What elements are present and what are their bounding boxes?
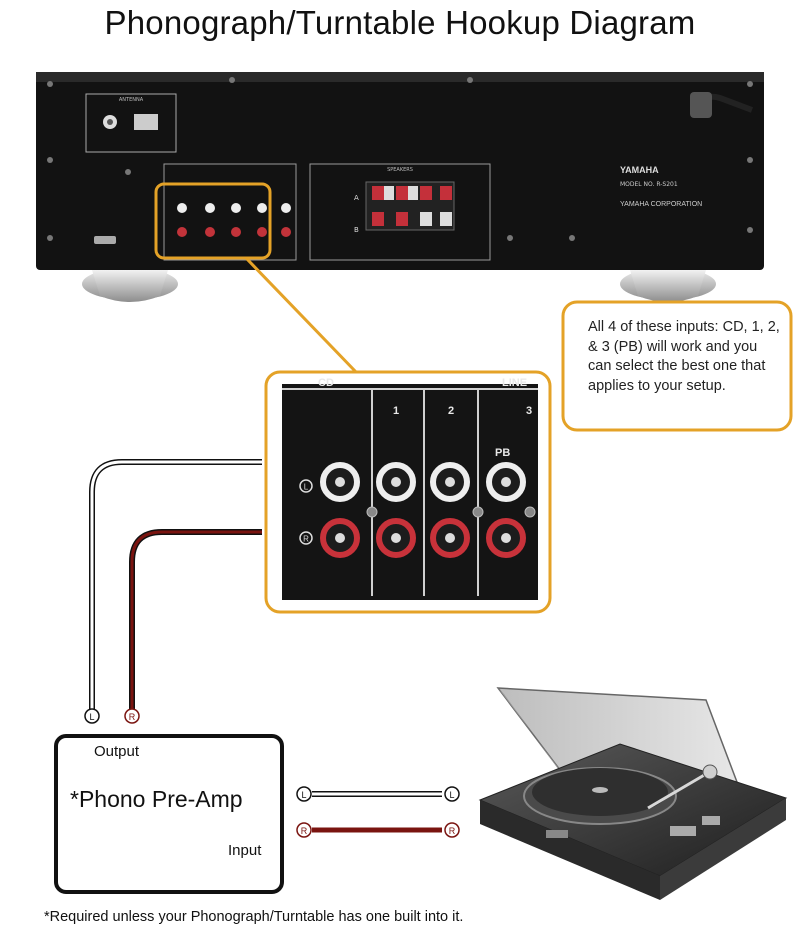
svg-text:L: L — [449, 790, 454, 800]
input-1-label: 1 — [393, 405, 399, 417]
footnote: *Required unless your Phonograph/Turntab… — [44, 909, 463, 925]
receiver-corporation: YAMAHA CORPORATION — [620, 201, 702, 208]
input-left-marker-turntable: L — [445, 787, 459, 801]
output-right-marker: R — [125, 709, 139, 723]
svg-text:R: R — [303, 535, 309, 544]
rca-jack-1-right — [379, 521, 413, 555]
cable-left-outline — [92, 462, 262, 710]
speaker-a-label: A — [354, 194, 359, 202]
rca-jack-3-left — [489, 465, 523, 499]
preamp-output-label: Output — [94, 743, 139, 760]
line-label: LINE — [502, 377, 527, 389]
speaker-b-label: B — [354, 226, 359, 234]
svg-text:R: R — [301, 826, 308, 836]
speakers-label: SPEAKERS — [387, 167, 413, 173]
rca-jack-1-left — [379, 465, 413, 499]
svg-text:R: R — [449, 826, 456, 836]
svg-text:R: R — [129, 712, 136, 722]
cd-label: CD — [318, 377, 334, 389]
callout-text: All 4 of these inputs: CD, 1, 2, & 3 (PB… — [588, 318, 784, 396]
input-right-marker-turntable: R — [445, 823, 459, 837]
svg-text:L: L — [304, 483, 309, 492]
input-right-marker-preamp: R — [297, 823, 311, 837]
preamp-name: *Phono Pre-Amp — [70, 786, 243, 813]
rca-jack-cd-right — [323, 521, 357, 555]
cable-left — [92, 462, 262, 710]
receiver-model: MODEL NO. R-S201 — [620, 181, 678, 188]
receiver-back-panel: ANTENNA SPEAKERS A B YA — [36, 72, 764, 302]
input-3-label: 3 — [526, 405, 532, 417]
input-left-marker-preamp: L — [297, 787, 311, 801]
svg-text:L: L — [89, 712, 94, 722]
antenna-label: ANTENNA — [119, 97, 144, 103]
phono-preamp-box — [56, 736, 282, 892]
pb-label: PB — [495, 447, 510, 459]
cable-right — [132, 532, 262, 710]
input-2-label: 2 — [448, 405, 454, 417]
preamp-input-label: Input — [228, 842, 261, 859]
rca-jack-cd-left — [323, 465, 357, 499]
svg-text:L: L — [301, 790, 306, 800]
output-left-marker: L — [85, 709, 99, 723]
rca-jack-2-left — [433, 465, 467, 499]
turntable-image — [480, 688, 786, 900]
zoom-connector-line — [246, 258, 356, 372]
rca-jack-3-right — [489, 521, 523, 555]
cable-right-outline — [132, 532, 262, 710]
rca-jack-2-right — [433, 521, 467, 555]
receiver-brand: YAMAHA — [620, 165, 659, 175]
